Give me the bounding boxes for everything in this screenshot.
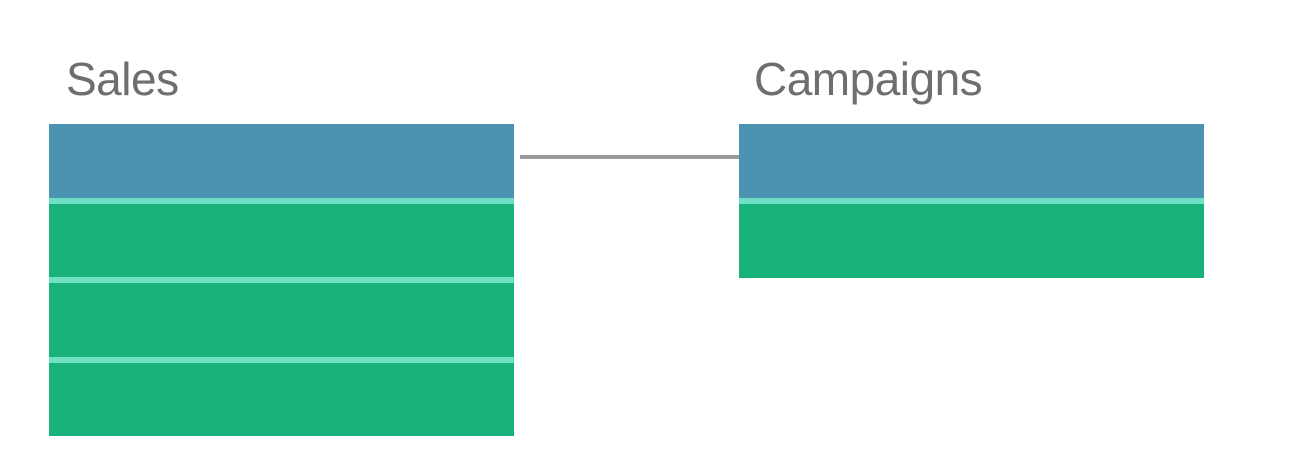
sales-table-field-row: [49, 203, 514, 277]
sales-table-field-row: [49, 362, 514, 436]
sales-table-title: Sales: [66, 53, 179, 105]
campaigns-table-header-row: [739, 124, 1204, 198]
sales-table-field-row: [49, 283, 514, 357]
relationship-connector: [520, 155, 739, 159]
sales-table-header-row: [49, 124, 514, 198]
campaigns-table: [739, 124, 1204, 278]
sales-table: [49, 124, 514, 436]
campaigns-table-title: Campaigns: [754, 53, 983, 105]
campaigns-table-field-row: [739, 204, 1204, 278]
